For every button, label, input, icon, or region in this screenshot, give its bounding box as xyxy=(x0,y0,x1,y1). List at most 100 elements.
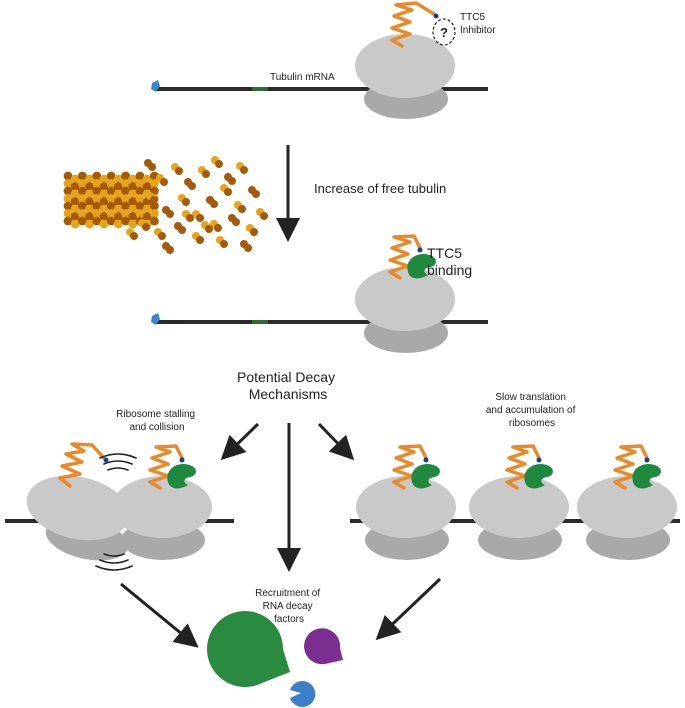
tubulin-subunit xyxy=(78,209,87,218)
ttc5-protein-icon xyxy=(411,463,440,489)
tubulin-subunit xyxy=(142,174,152,184)
tubulin-subunit xyxy=(85,197,94,206)
tubulin-subunit xyxy=(135,209,145,218)
tubulin-subunit xyxy=(121,194,130,203)
free-tubulin-dimer xyxy=(210,200,218,208)
free-tubulin-dimer xyxy=(142,223,150,231)
free-tubulin-dimer xyxy=(196,214,204,222)
ttc5-protein-icon xyxy=(524,463,553,489)
free-tubulin-dimer xyxy=(244,244,252,252)
tubulin-subunit xyxy=(85,189,94,199)
ttc5-inhibitor-label: TTC5 Inhibitor xyxy=(460,12,496,36)
tubulin-subunit xyxy=(106,171,116,181)
tubulin-subunit xyxy=(99,204,109,214)
tubulin-subunit xyxy=(114,182,123,191)
tubulin-subunit xyxy=(150,216,159,226)
tubulin-subunit xyxy=(92,194,102,203)
tubulin-subunit xyxy=(106,186,116,196)
nascent-tubulin-chain xyxy=(388,234,422,280)
tubulin-subunit xyxy=(106,194,116,203)
ribosome-large-subunit xyxy=(112,476,212,538)
accumulated-ribosomes xyxy=(350,444,680,560)
nascent-chain-tip xyxy=(433,13,439,19)
arrow-to-collision xyxy=(220,422,260,461)
tubulin-subunit xyxy=(135,194,145,203)
ttc5-protein-icon xyxy=(632,463,661,489)
tubulin-subunit xyxy=(106,209,116,218)
tubulin-subunit xyxy=(135,201,145,211)
tubulin-subunit xyxy=(63,171,73,181)
tubulin-subunit xyxy=(63,209,73,218)
tubulin-subunit xyxy=(63,216,73,226)
free-tubulin-dimer xyxy=(130,232,138,240)
arrow-collision-to-decay xyxy=(120,582,199,648)
tubulin-subunit xyxy=(63,179,73,188)
free-tubulin-dimer xyxy=(224,188,232,196)
tubulin-subunit xyxy=(78,179,87,188)
free-tubulin-dimer xyxy=(250,228,258,236)
ribosome-large-subunit xyxy=(26,475,130,541)
tubulin-subunit xyxy=(92,216,102,226)
tubulin-subunit xyxy=(121,209,130,218)
tubulin-subunit xyxy=(63,201,73,211)
tubulin-subunit xyxy=(106,216,116,226)
tubulin-subunit xyxy=(70,182,80,191)
free-tubulin-dimer xyxy=(238,205,246,213)
tubulin-subunit xyxy=(142,204,152,214)
tubulin-subunit xyxy=(114,197,123,206)
tubulin-subunit xyxy=(114,204,123,214)
tubulin-mrna-label: Tubulin mRNA xyxy=(270,72,335,83)
mrna-cap-icon xyxy=(151,313,160,325)
tubulin-subunit xyxy=(150,209,159,218)
free-tubulin-dimer xyxy=(252,190,260,198)
free-tubulin-dimer xyxy=(240,166,248,174)
tubulin-subunit xyxy=(78,171,87,181)
tubulin-subunit xyxy=(135,171,145,181)
free-tubulin-dimer xyxy=(160,178,168,186)
microtubule xyxy=(63,171,159,229)
ribosome-large-subunit xyxy=(355,267,455,331)
tubulin-subunit xyxy=(121,171,130,181)
free-tubulin-dimer xyxy=(196,236,204,244)
tubulin-subunit xyxy=(70,189,80,199)
free-tubulin-dimer xyxy=(150,196,158,204)
nascent-chain-tip xyxy=(179,457,185,463)
tubulin-subunit xyxy=(142,212,152,221)
free-tubulin-dimer xyxy=(202,170,210,178)
ribosome-large-subunit xyxy=(577,476,677,538)
increase-free-tubulin-label: Increase of free tubulin xyxy=(314,181,446,196)
top-mrna-panel: ? TTC5 Inhibitor Tubulin mRNA xyxy=(151,1,496,119)
slow-translation-label: Slow translation and accumulation of rib… xyxy=(486,392,578,429)
ribosome-large-subunit xyxy=(356,476,456,538)
free-tubulin-dimer xyxy=(232,218,240,226)
free-tubulin-dimers xyxy=(126,156,268,254)
tubulin-subunit xyxy=(92,171,102,181)
ribosome-1 xyxy=(356,444,456,560)
nascent-tubulin-chain xyxy=(505,444,541,490)
tubulin-subunit xyxy=(70,204,80,214)
nascent-chain-tip xyxy=(417,247,423,253)
nascent-tubulin-chain xyxy=(58,442,106,488)
tubulin-subunit xyxy=(99,174,109,184)
tubulin-subunit xyxy=(78,194,87,203)
ttc5-protein-icon xyxy=(407,253,436,279)
tubulin-subunit xyxy=(70,219,80,229)
potential-decay-title: Potential Decay Mechanisms xyxy=(237,369,339,402)
tubulin-subunit xyxy=(92,179,102,188)
free-tubulin-dimer xyxy=(215,160,223,168)
tubulin-subunit xyxy=(128,212,138,221)
recruitment-label: Recruitment of RNA decay factors xyxy=(255,588,323,625)
tubulin-subunit xyxy=(70,174,80,184)
mrna-cap-icon xyxy=(151,80,160,92)
tubulin-subunit xyxy=(99,189,109,199)
tubulin-subunit xyxy=(78,186,87,196)
tubulin-subunit xyxy=(63,194,73,203)
free-tubulin-dimer xyxy=(214,224,222,232)
nascent-tubulin-chain xyxy=(613,444,649,490)
free-tubulin-dimer xyxy=(166,210,174,218)
free-tubulin-dimer xyxy=(175,167,183,175)
free-tubulin-dimer xyxy=(205,225,213,233)
tubulin-subunit xyxy=(85,212,94,221)
tubulin-subunit xyxy=(114,212,123,221)
